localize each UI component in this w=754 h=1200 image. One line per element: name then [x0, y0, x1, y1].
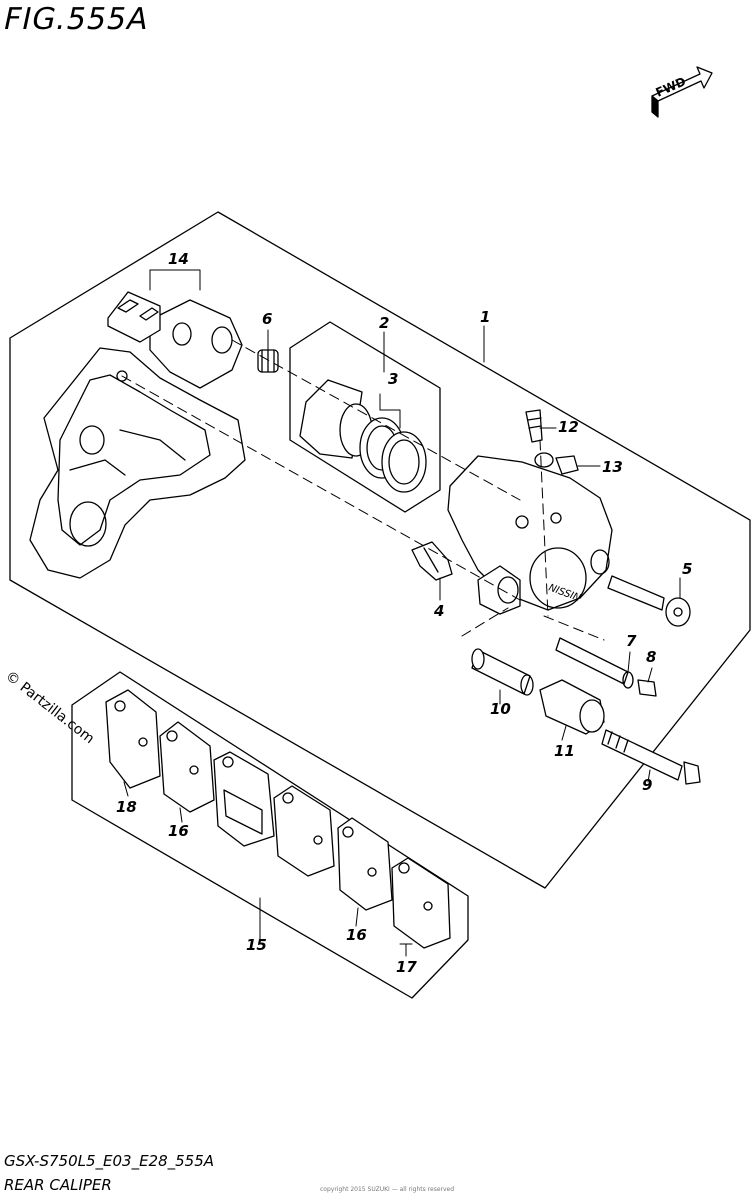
pad-retainer	[411, 541, 453, 581]
callout-9[interactable]: 9	[642, 776, 653, 794]
callout-16a[interactable]: 16	[168, 822, 189, 840]
caliper-bracket	[29, 299, 246, 579]
callout-12[interactable]: 12	[558, 418, 579, 436]
model-code: GSX-S750L5_E03_E28_555A	[4, 1152, 215, 1170]
fwd-arrow-icon	[651, 66, 713, 118]
callout-13[interactable]: 13	[602, 458, 623, 476]
fine-print: copyright 2015 SUZUKI — all rights reser…	[320, 1186, 455, 1193]
callout-4[interactable]: 4	[434, 602, 445, 620]
pad-set-outline	[71, 671, 469, 999]
callout-8[interactable]: 8	[646, 648, 657, 666]
bleeder-cap	[257, 349, 279, 373]
caliper-body: NISSIN	[447, 455, 613, 615]
section-name: REAR CALIPER	[4, 1176, 112, 1194]
brake-pads	[105, 689, 451, 949]
slide-pin-7	[555, 637, 634, 689]
boot-8	[637, 679, 657, 697]
piston-set-outline	[289, 321, 441, 513]
callout-15[interactable]: 15	[246, 936, 267, 954]
boot-11	[539, 679, 605, 735]
callout-6[interactable]: 6	[262, 310, 273, 328]
callout-1[interactable]: 1	[480, 308, 491, 326]
callout-11[interactable]: 11	[554, 742, 575, 760]
callout-18[interactable]: 18	[116, 798, 137, 816]
sleeve-10	[471, 648, 534, 696]
assembly-outline	[9, 211, 751, 889]
leader-lines	[123, 269, 681, 957]
callout-16b[interactable]: 16	[346, 926, 367, 944]
callout-5[interactable]: 5	[682, 560, 693, 578]
piston-and-seals	[299, 379, 427, 493]
callout-7[interactable]: 7	[626, 632, 637, 650]
mounting-bolt-9	[601, 729, 701, 785]
centerlines	[121, 339, 605, 641]
callout-3[interactable]: 3	[388, 370, 399, 388]
bleeder-screw	[525, 409, 543, 443]
pin-bolt-5	[607, 575, 691, 627]
callout-2[interactable]: 2	[379, 314, 390, 332]
callout-14[interactable]: 14	[168, 250, 189, 268]
pad-spring-clip	[107, 291, 161, 343]
callout-17[interactable]: 17	[396, 958, 417, 976]
union-washer	[534, 452, 579, 475]
callout-10[interactable]: 10	[490, 700, 511, 718]
